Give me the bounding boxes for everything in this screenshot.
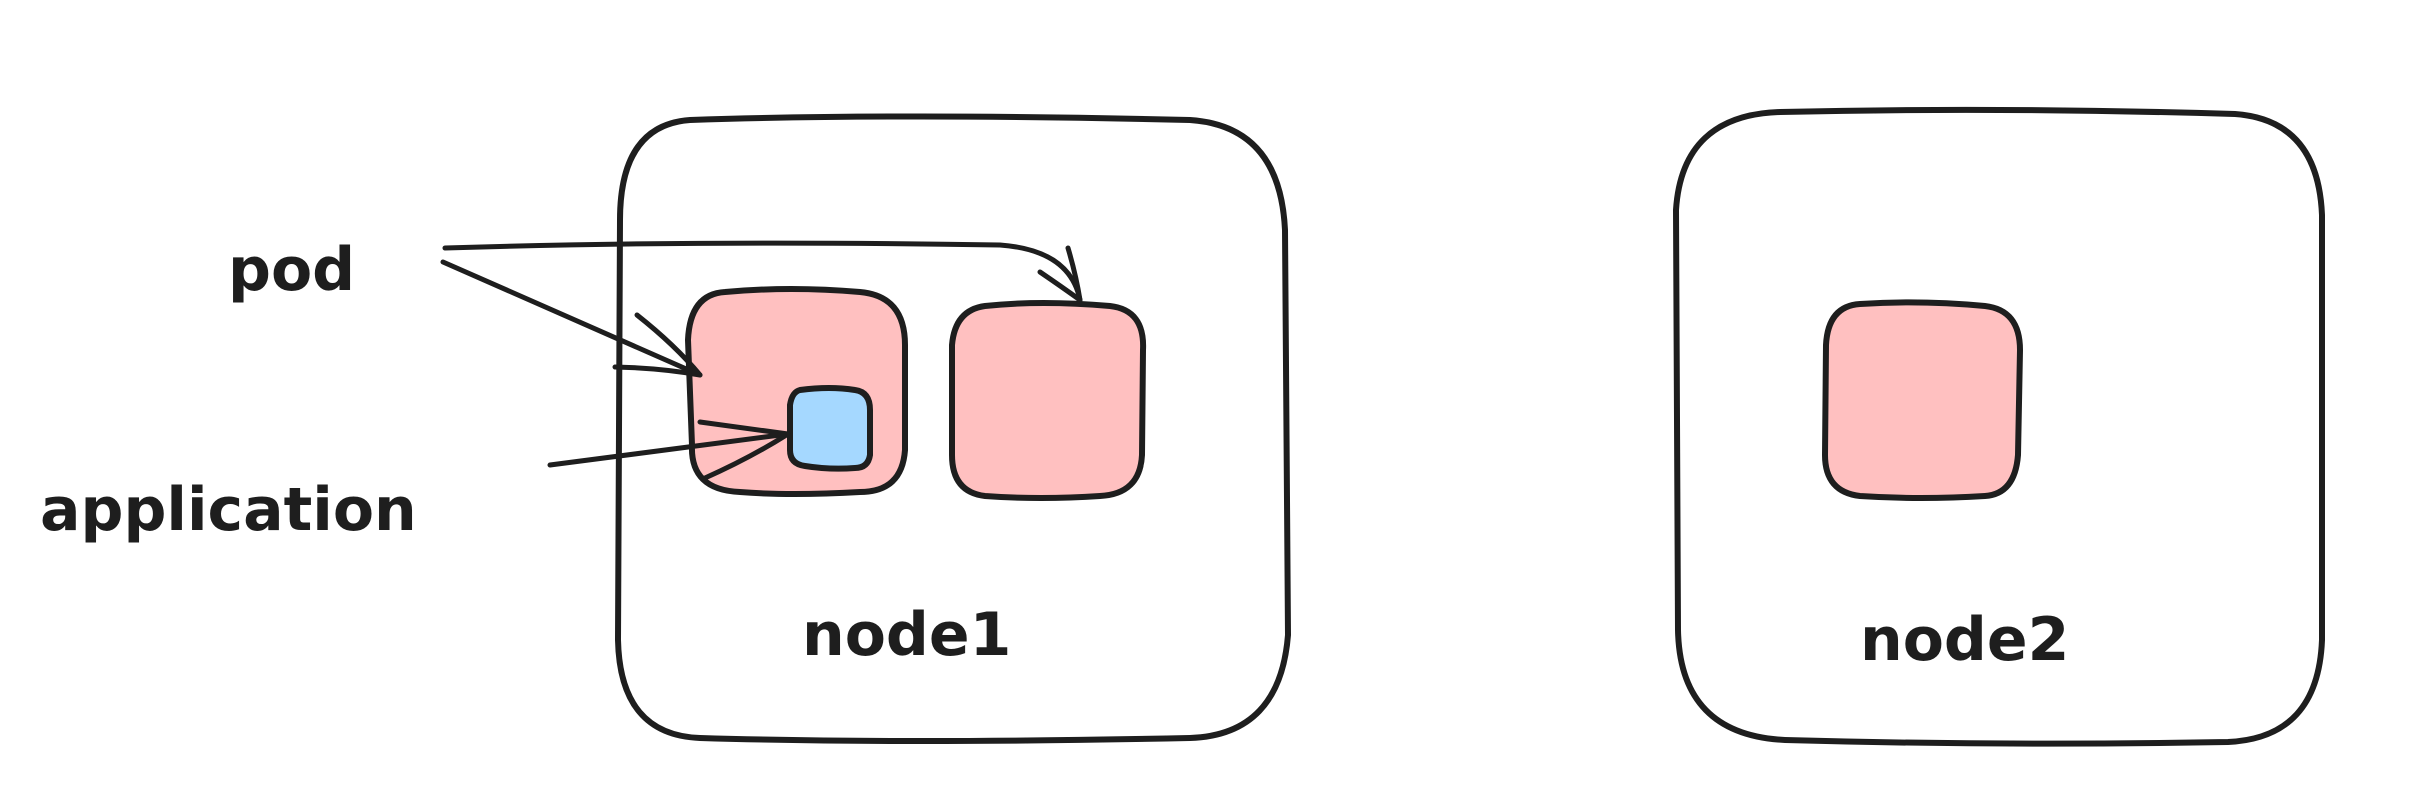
pod-arrow-to-pod-b bbox=[442, 240, 1083, 303]
node1-label: node1 bbox=[802, 600, 1011, 670]
pod-arrow-to-pod-b-head bbox=[1037, 245, 1083, 303]
pod-arrow-to-pod-a-head bbox=[612, 312, 703, 378]
application-container bbox=[787, 385, 873, 472]
application-arrow-line bbox=[547, 431, 791, 468]
application-arrow-head bbox=[697, 419, 791, 481]
node2-label: node2 bbox=[1860, 605, 2069, 675]
application-annotation-label: application bbox=[40, 475, 417, 545]
pod-arrow-to-pod-a bbox=[440, 259, 703, 378]
pod-node2 bbox=[1822, 299, 2023, 501]
pod-annotation-label: pod bbox=[228, 235, 355, 305]
pod-node1-b bbox=[949, 300, 1147, 501]
pod-arrows bbox=[440, 240, 1083, 378]
application-arrow bbox=[547, 419, 791, 481]
